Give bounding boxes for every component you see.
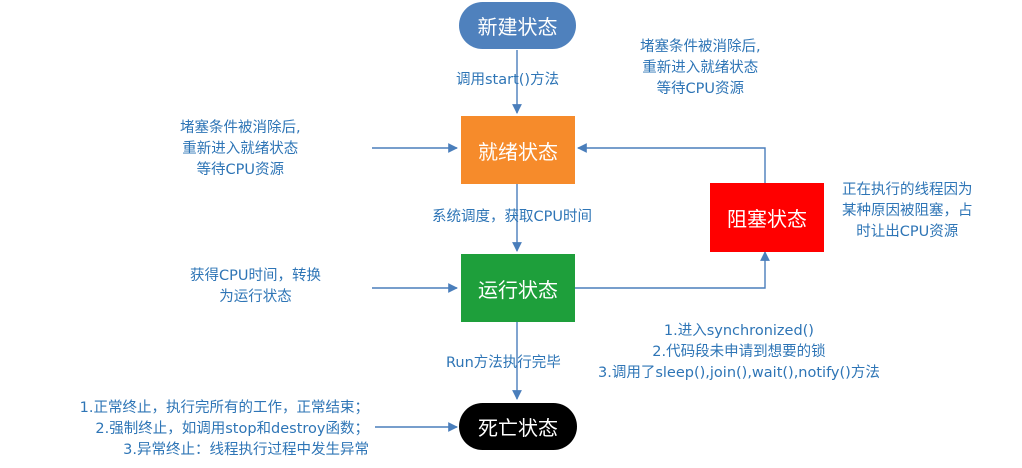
label-get-cpu: 获得CPU时间，转换 为运行状态 xyxy=(190,266,321,308)
label-blocked-reason-line-1: 正在执行的线程因为 xyxy=(842,182,973,198)
label-dead-causes: 1.正常终止，执行完所有的工作，正常结束； 2.强制终止，如调用stop和des… xyxy=(2,398,369,461)
node-ready-state-label: 就绪状态 xyxy=(478,139,558,164)
label-block-causes-line-3: 3.调用了sleep(),join(),wait(),notify()方法 xyxy=(598,365,880,381)
label-unblock-left-line-1: 堵塞条件被消除后, xyxy=(180,120,301,136)
label-get-cpu-line-1: 获得CPU时间，转换 xyxy=(190,268,321,284)
node-new-state-label: 新建状态 xyxy=(477,15,558,39)
node-running-state-label: 运行状态 xyxy=(478,277,558,302)
label-block-causes-line-2: 2.代码段未申请到想要的锁 xyxy=(652,344,826,360)
label-call-start: 调用start()方法 xyxy=(456,72,560,88)
label-system-schedule: 系统调度，获取CPU时间 xyxy=(432,209,592,225)
label-unblock-left: 堵塞条件被消除后, 重新进入就绪状态 等待CPU资源 xyxy=(180,118,301,181)
node-dead-state: 死亡状态 xyxy=(459,403,577,450)
node-new-state: 新建状态 xyxy=(459,2,576,49)
label-unblock-top: 堵塞条件被消除后, 重新进入就绪状态 等待CPU资源 xyxy=(640,37,761,100)
node-blocked-state-label: 阻塞状态 xyxy=(727,207,807,231)
label-unblock-top-line-2: 重新进入就绪状态 xyxy=(642,60,759,76)
node-ready-state: 就绪状态 xyxy=(461,116,575,184)
node-dead-state-label: 死亡状态 xyxy=(478,416,558,440)
label-unblock-left-line-3: 等待CPU资源 xyxy=(196,162,285,178)
label-block-causes-line-1: 1.进入synchronized() xyxy=(663,323,814,339)
label-unblock-left-line-2: 重新进入就绪状态 xyxy=(182,141,299,157)
label-block-causes: 1.进入synchronized() 2.代码段未申请到想要的锁 3.调用了sl… xyxy=(598,321,880,384)
label-dead-causes-line-3: 3.异常终止：线程执行过程中发生异常 xyxy=(123,442,369,458)
label-run-finished: Run方法执行完毕 xyxy=(446,355,561,371)
arrow-blocked-to-ready xyxy=(577,143,766,183)
node-blocked-state: 阻塞状态 xyxy=(710,183,824,252)
label-dead-causes-line-2: 2.强制终止，如调用stop和destroy函数； xyxy=(95,421,369,437)
label-blocked-reason-line-3: 时让出CPU资源 xyxy=(856,224,959,240)
label-unblock-top-line-3: 等待CPU资源 xyxy=(656,81,745,97)
arrow-running-to-blocked xyxy=(575,251,770,289)
node-running-state: 运行状态 xyxy=(461,254,575,322)
label-dead-causes-line-1: 1.正常终止，执行完所有的工作，正常结束； xyxy=(79,400,369,416)
label-blocked-reason: 正在执行的线程因为 某种原因被阻塞，占 时让出CPU资源 xyxy=(842,180,973,243)
label-unblock-top-line-1: 堵塞条件被消除后, xyxy=(640,39,761,55)
label-get-cpu-line-2: 为运行状态 xyxy=(219,289,292,305)
label-blocked-reason-line-2: 某种原因被阻塞，占 xyxy=(842,203,973,219)
